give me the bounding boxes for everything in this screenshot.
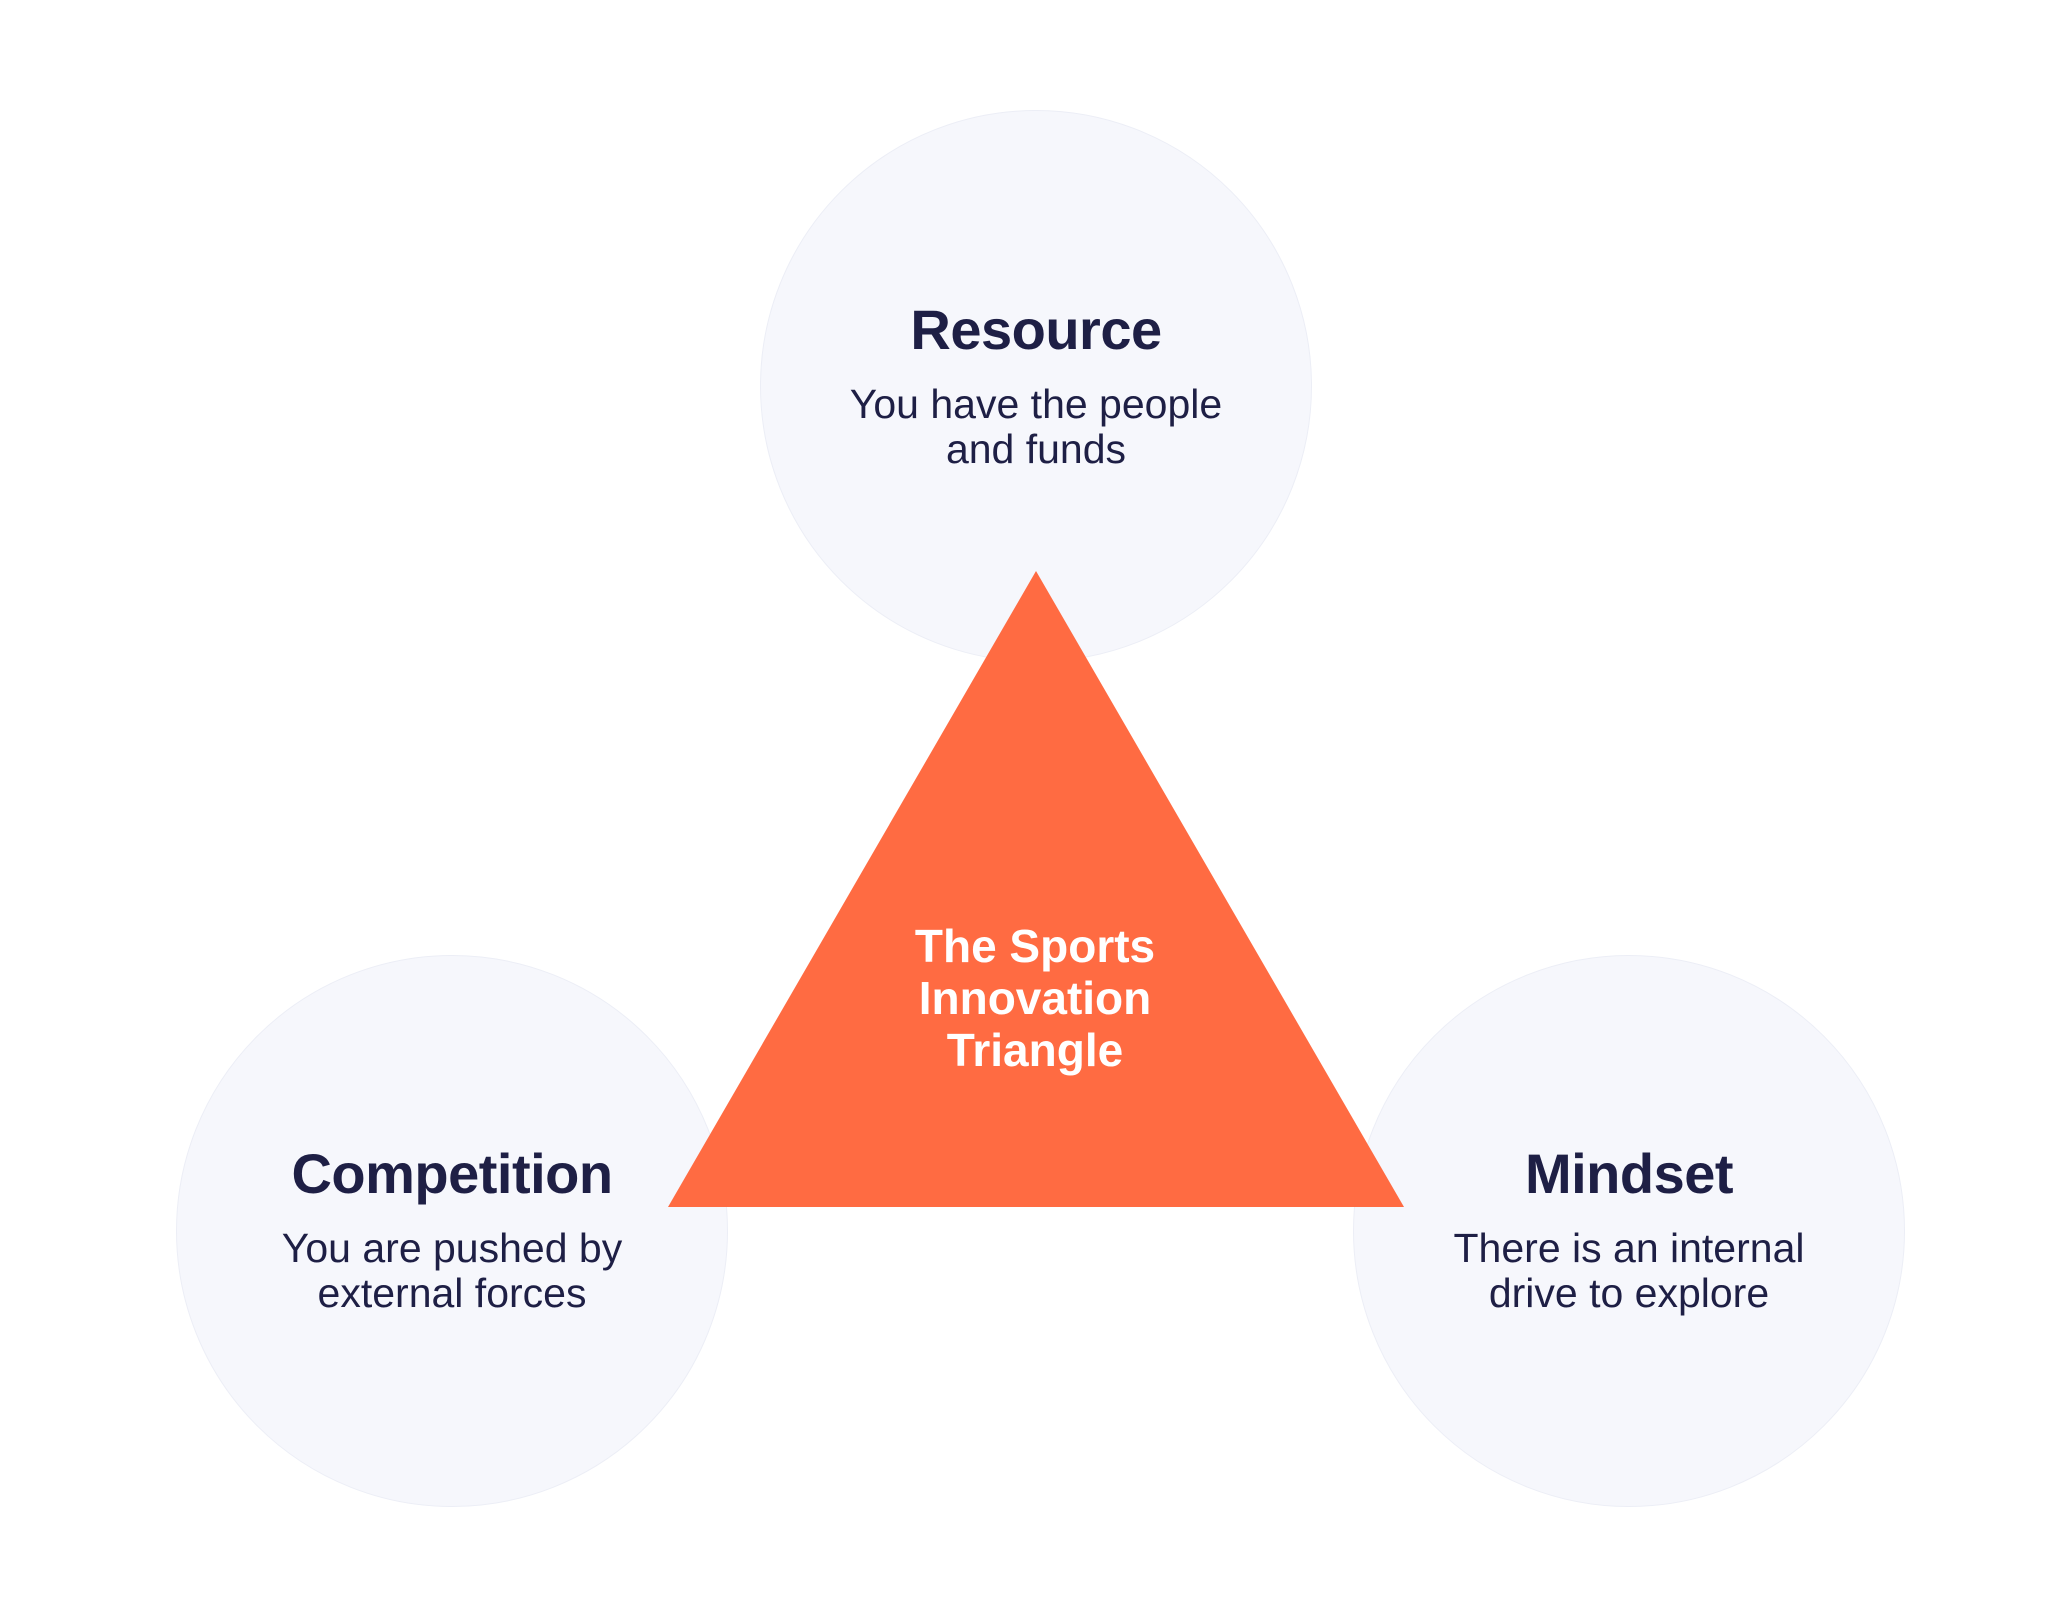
- mindset-node: Mindset There is an internal drive to ex…: [1369, 1142, 1889, 1316]
- resource-circle: [760, 110, 1312, 662]
- triangle-center-label: The Sports Innovation Triangle: [914, 920, 1156, 1076]
- resource-node: Resource You have the people and funds: [776, 298, 1296, 472]
- mindset-circle: [1353, 955, 1905, 1507]
- mindset-title: Mindset: [1524, 1142, 1734, 1205]
- resource-description: You have the people and funds: [849, 381, 1223, 472]
- competition-description: You are pushed by external forces: [281, 1225, 623, 1316]
- triangle-shape: [668, 571, 1404, 1207]
- mindset-description: There is an internal drive to explore: [1453, 1225, 1805, 1316]
- resource-title: Resource: [910, 298, 1162, 361]
- competition-node: Competition You are pushed by external f…: [192, 1142, 712, 1316]
- competition-title: Competition: [291, 1142, 613, 1205]
- competition-circle: [176, 955, 728, 1507]
